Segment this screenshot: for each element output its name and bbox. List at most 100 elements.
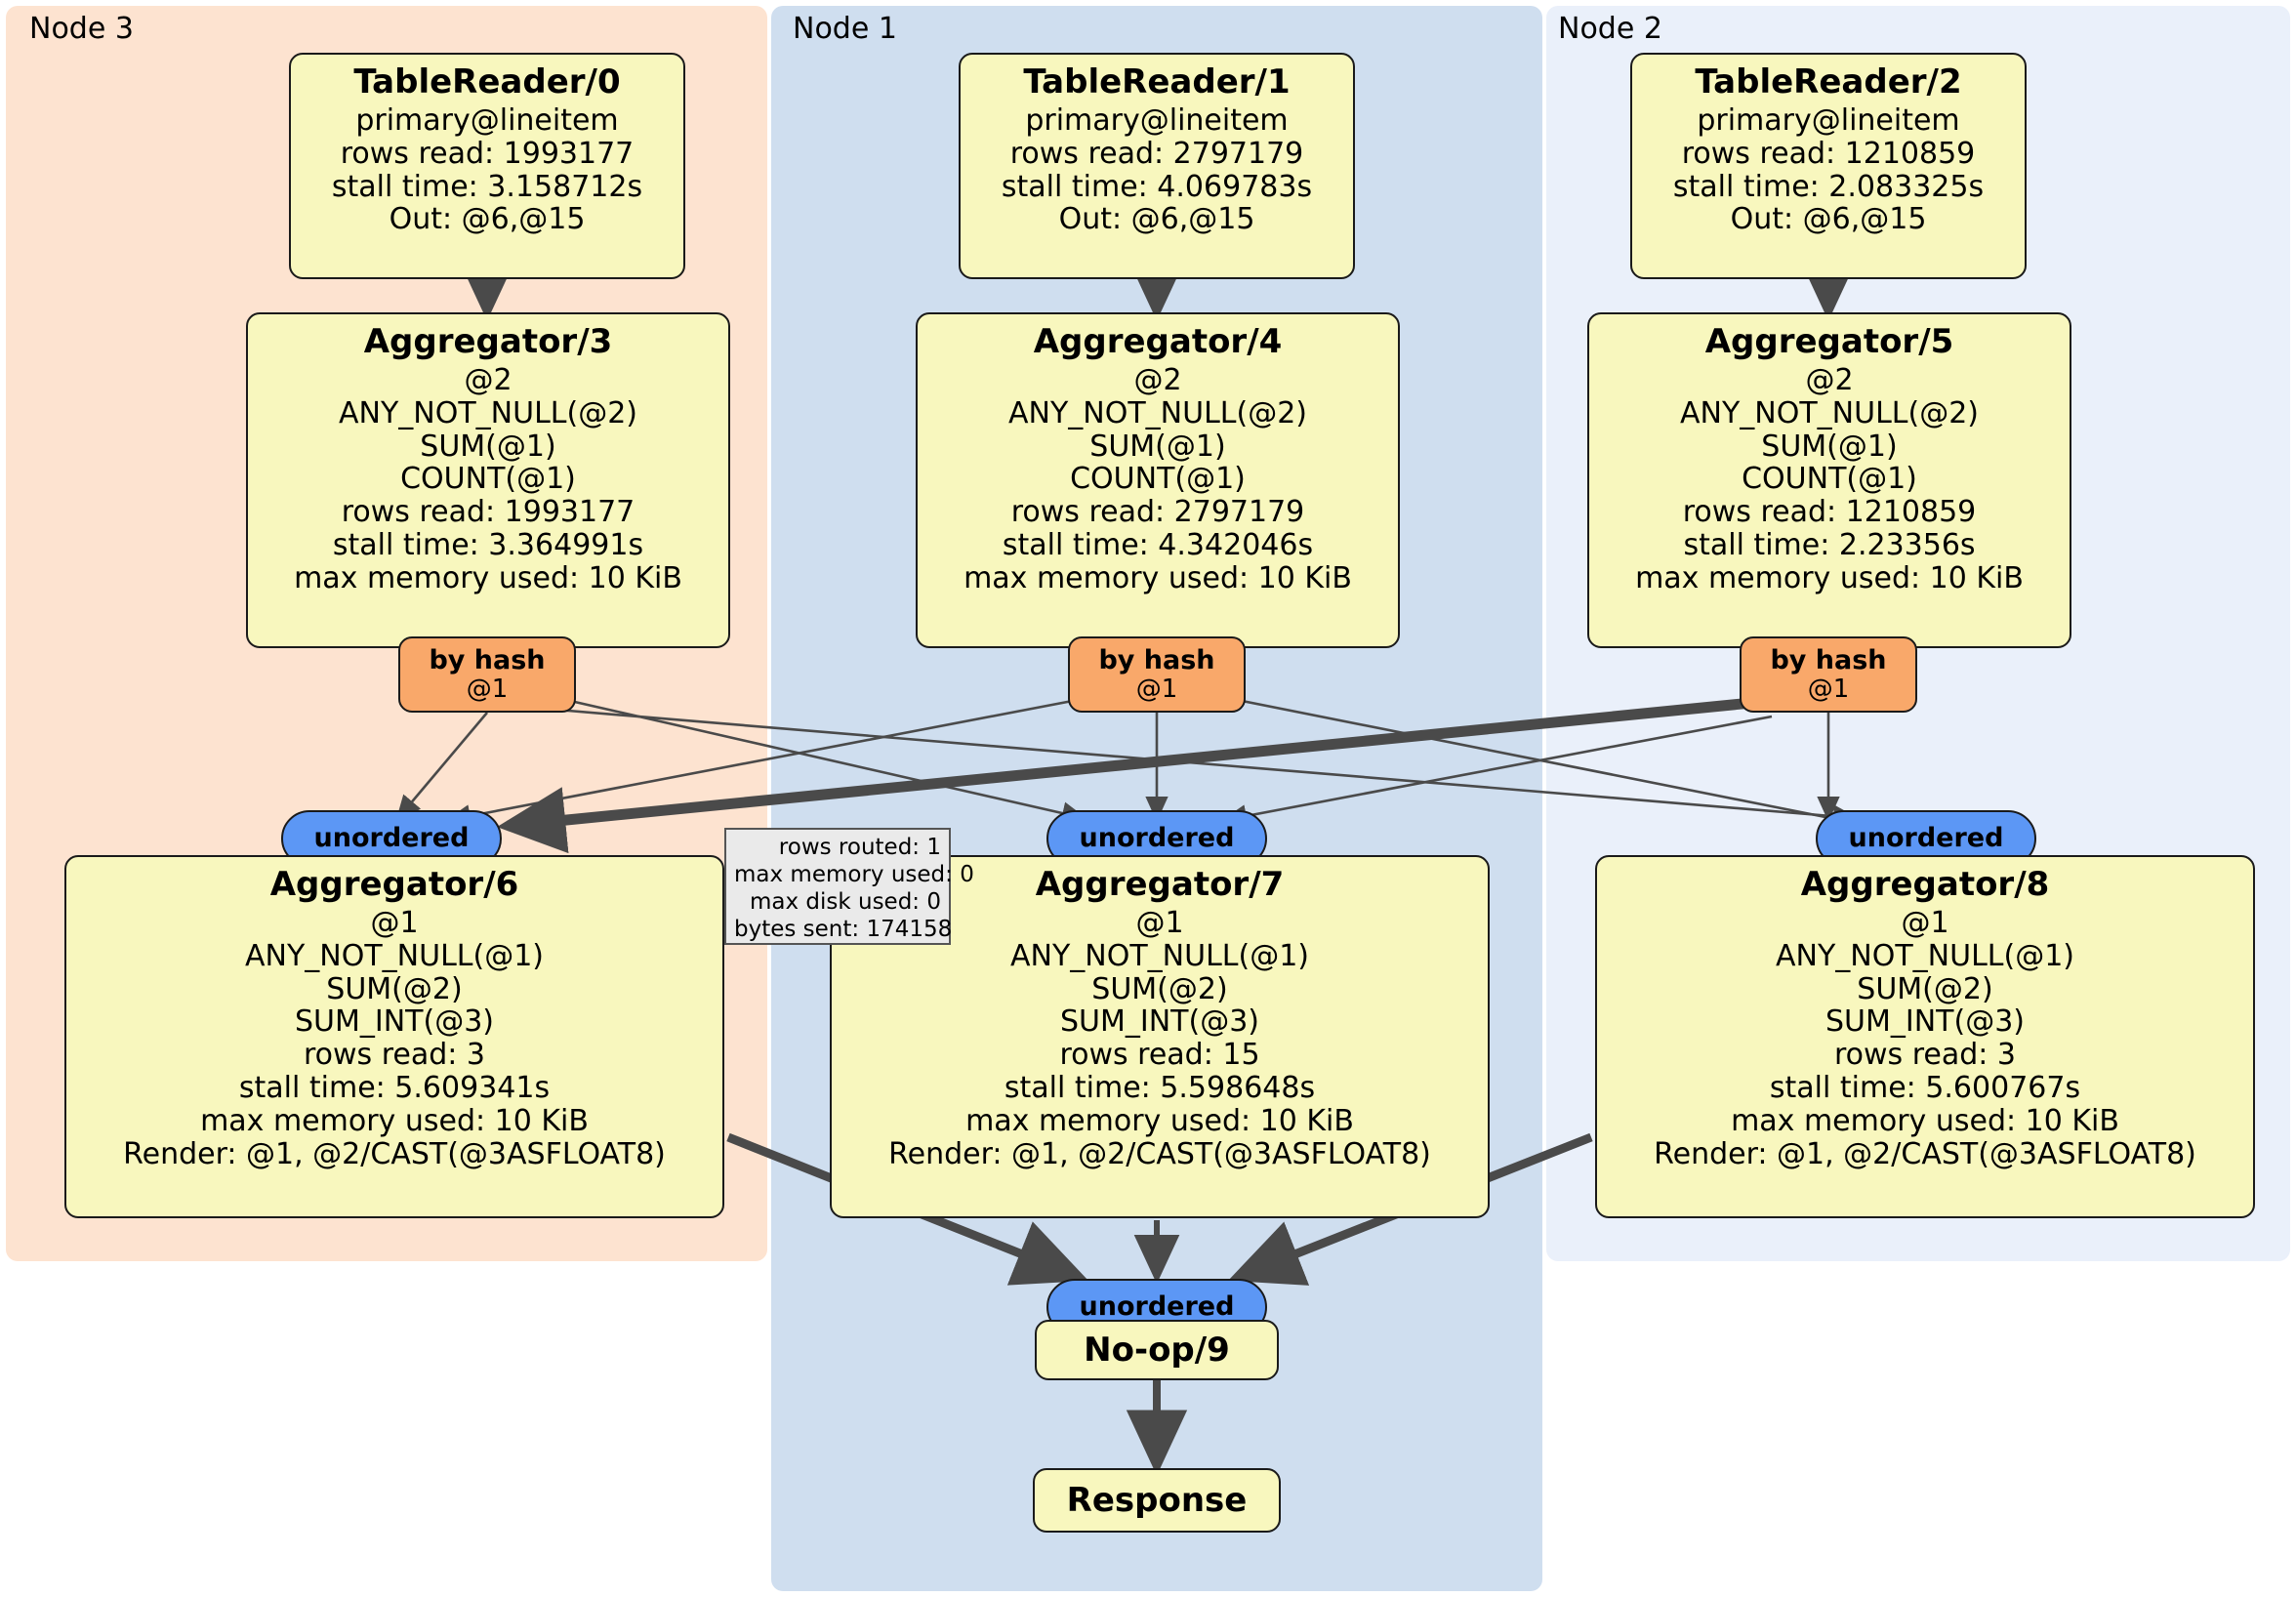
node-detail: rows read: 15 <box>1059 1038 1260 1073</box>
node-detail: rows read: 1210859 <box>1681 136 1976 171</box>
receiver-unordered-right[interactable]: unordered <box>1816 810 2036 867</box>
router-label: by hash <box>1770 644 1887 676</box>
node-aggregator-5[interactable]: Aggregator/5 @2 ANY_NOT_NULL(@2) SUM(@1)… <box>1587 312 2071 648</box>
node-detail: SUM(@1) <box>1761 429 1898 464</box>
node-detail: max memory used: 10 KiB <box>200 1104 589 1139</box>
node-detail: rows read: 2797179 <box>1009 136 1304 171</box>
node-detail: COUNT(@1) <box>400 462 576 497</box>
node-tablereader-2[interactable]: TableReader/2 primary@lineitem rows read… <box>1630 53 2027 279</box>
node-detail: SUM(@2) <box>326 971 463 1006</box>
node-detail: COUNT(@1) <box>1742 462 1917 497</box>
node-detail: SUM_INT(@3) <box>295 1004 494 1040</box>
cluster-node1-label: Node 1 <box>793 12 897 46</box>
node-title: Response <box>1066 1480 1248 1520</box>
router-by-hash-right[interactable]: by hash @1 <box>1740 636 1917 713</box>
node-detail: stall time: 4.342046s <box>1002 528 1314 563</box>
node-detail: primary@lineitem <box>1697 102 1960 138</box>
node-detail: @2 <box>1133 362 1182 397</box>
node-detail: ANY_NOT_NULL(@2) <box>1008 395 1307 430</box>
node-title: Aggregator/4 <box>1033 322 1283 361</box>
node-detail: Render: @1, @2/CAST(@3ASFLOAT8) <box>888 1137 1431 1172</box>
router-label: by hash <box>1098 644 1215 676</box>
node-title: TableReader/2 <box>1695 62 1962 102</box>
node-detail: rows read: 1993177 <box>340 136 635 171</box>
router-sublabel: @1 <box>1807 674 1850 704</box>
node-detail: max memory used: 10 KiB <box>964 561 1352 596</box>
node-detail: @2 <box>1805 362 1854 397</box>
node-detail: stall time: 4.069783s <box>1001 169 1313 204</box>
node-title: Aggregator/3 <box>363 322 613 361</box>
node-detail: rows read: 1993177 <box>341 495 636 530</box>
node-detail: rows read: 3 <box>1833 1038 2017 1073</box>
node-aggregator-8[interactable]: Aggregator/8 @1 ANY_NOT_NULL(@1) SUM(@2)… <box>1595 855 2255 1218</box>
node-detail: stall time: 2.083325s <box>1672 169 1985 204</box>
node-detail: ANY_NOT_NULL(@1) <box>1010 938 1309 973</box>
node-detail: stall time: 3.158712s <box>331 169 643 204</box>
node-title: Aggregator/8 <box>1800 865 2050 904</box>
node-detail: max memory used: 10 KiB <box>1731 1104 2119 1139</box>
node-detail: stall time: 5.609341s <box>238 1071 551 1106</box>
node-tablereader-0[interactable]: TableReader/0 primary@lineitem rows read… <box>289 53 685 279</box>
receiver-label: unordered <box>1079 823 1235 854</box>
receiver-label: unordered <box>1848 823 2004 854</box>
node-detail: @2 <box>464 362 512 397</box>
node-detail: Out: @6,@15 <box>1058 202 1255 237</box>
stats-line: bytes sent: 174158 <box>734 917 953 943</box>
stats-line: max memory used: 0 <box>734 862 974 888</box>
node-detail: SUM(@1) <box>420 429 556 464</box>
node-detail: SUM(@1) <box>1089 429 1226 464</box>
receiver-label: unordered <box>313 823 470 854</box>
node-detail: ANY_NOT_NULL(@2) <box>1680 395 1979 430</box>
node-aggregator-7[interactable]: Aggregator/7 @1 ANY_NOT_NULL(@1) SUM(@2)… <box>830 855 1490 1218</box>
cluster-node3-label: Node 3 <box>29 12 134 46</box>
node-detail: max memory used: 10 KiB <box>965 1104 1354 1139</box>
node-aggregator-3[interactable]: Aggregator/3 @2 ANY_NOT_NULL(@2) SUM(@1)… <box>246 312 730 648</box>
node-tablereader-1[interactable]: TableReader/1 primary@lineitem rows read… <box>959 53 1355 279</box>
node-title: TableReader/1 <box>1023 62 1291 102</box>
receiver-label: unordered <box>1079 1291 1235 1323</box>
node-detail: ANY_NOT_NULL(@2) <box>339 395 637 430</box>
node-detail: @1 <box>1901 905 1949 940</box>
node-detail: SUM(@2) <box>1091 971 1228 1006</box>
node-noop-9[interactable]: No-op/9 <box>1035 1320 1279 1380</box>
router-by-hash-middle[interactable]: by hash @1 <box>1068 636 1246 713</box>
node-detail: max memory used: 10 KiB <box>1635 561 2024 596</box>
node-detail: stall time: 3.364991s <box>332 528 644 563</box>
node-title: Aggregator/6 <box>269 865 519 904</box>
node-detail: SUM_INT(@3) <box>1060 1004 1259 1040</box>
node-detail: @1 <box>370 905 419 940</box>
node-response[interactable]: Response <box>1033 1468 1281 1533</box>
node-detail: ANY_NOT_NULL(@1) <box>245 938 544 973</box>
node-title: TableReader/0 <box>353 62 621 102</box>
node-title: Aggregator/7 <box>1035 865 1285 904</box>
node-detail: rows read: 3 <box>303 1038 486 1073</box>
router-by-hash-left[interactable]: by hash @1 <box>398 636 576 713</box>
node-detail: stall time: 2.23356s <box>1683 528 1976 563</box>
node-detail: stall time: 5.600767s <box>1769 1071 2081 1106</box>
node-title: No-op/9 <box>1084 1330 1230 1370</box>
node-detail: Render: @1, @2/CAST(@3ASFLOAT8) <box>123 1137 666 1172</box>
node-detail: SUM(@2) <box>1857 971 1993 1006</box>
node-detail: primary@lineitem <box>355 102 619 138</box>
node-aggregator-4[interactable]: Aggregator/4 @2 ANY_NOT_NULL(@2) SUM(@1)… <box>916 312 1400 648</box>
router-label: by hash <box>429 644 546 676</box>
router-sublabel: @1 <box>466 674 509 704</box>
node-detail: @1 <box>1135 905 1184 940</box>
node-detail: Render: @1, @2/CAST(@3ASFLOAT8) <box>1654 1137 2196 1172</box>
cluster-node2-label: Node 2 <box>1558 12 1662 46</box>
node-detail: max memory used: 10 KiB <box>294 561 682 596</box>
node-aggregator-6[interactable]: Aggregator/6 @1 ANY_NOT_NULL(@1) SUM(@2)… <box>64 855 724 1218</box>
stats-line: max disk used: 0 <box>749 889 941 916</box>
node-detail: rows read: 1210859 <box>1682 495 1977 530</box>
node-detail: rows read: 2797179 <box>1010 495 1305 530</box>
node-detail: COUNT(@1) <box>1070 462 1246 497</box>
router-stats-box: rows routed: 1 max memory used: 0 max di… <box>724 828 974 945</box>
node-detail: stall time: 5.598648s <box>1004 1071 1316 1106</box>
router-sublabel: @1 <box>1135 674 1178 704</box>
node-detail: ANY_NOT_NULL(@1) <box>1776 938 2074 973</box>
node-detail: primary@lineitem <box>1025 102 1289 138</box>
node-detail: SUM_INT(@3) <box>1825 1004 2025 1040</box>
node-detail: Out: @6,@15 <box>389 202 586 237</box>
node-title: Aggregator/5 <box>1704 322 1954 361</box>
